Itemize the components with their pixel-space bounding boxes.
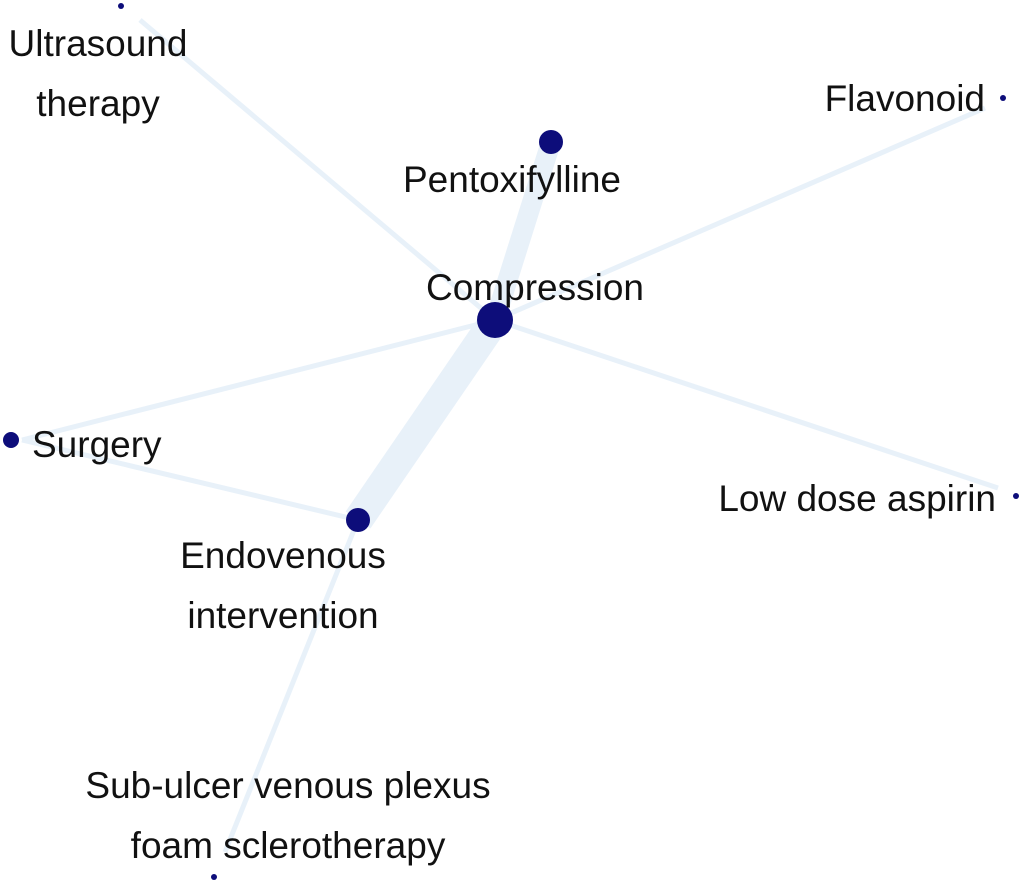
node-aspirin <box>1013 493 1019 499</box>
edge-endovenous-surgery <box>21 437 359 523</box>
node-label-line: Ultrasound <box>9 23 188 64</box>
node-label-line: Endovenous <box>180 535 386 576</box>
node-label-ultrasound: Ultrasound therapy <box>9 23 188 124</box>
edge-compression-aspirin <box>494 317 999 491</box>
edges-layer <box>21 18 999 853</box>
node-label-aspirin: Low dose aspirin <box>718 478 996 519</box>
node-label-line: Sub-ulcer venous plexus <box>85 765 490 806</box>
edge-compression-endovenous <box>345 311 508 529</box>
node-surgery <box>3 432 19 448</box>
node-endovenous <box>346 508 370 532</box>
edge-compression-flavonoid <box>494 105 986 323</box>
node-label-pentoxifylline: Pentoxifylline <box>403 159 621 200</box>
node-label-line: Surgery <box>32 424 162 465</box>
node-foam <box>211 874 217 880</box>
nodes-layer <box>3 3 1019 880</box>
node-flavonoid <box>1000 95 1006 101</box>
node-label-line: Low dose aspirin <box>718 478 996 519</box>
node-label-line: intervention <box>187 595 378 636</box>
node-label-line: Pentoxifylline <box>403 159 621 200</box>
node-label-endovenous: Endovenous intervention <box>180 535 386 636</box>
edge-compression-surgery <box>21 317 496 443</box>
node-ultrasound <box>118 3 124 9</box>
edge-compression-ultrasound <box>138 18 497 322</box>
edge-endovenous-foam <box>222 519 361 853</box>
node-pentoxifylline <box>539 130 563 154</box>
node-label-line: therapy <box>36 83 160 124</box>
node-label-surgery: Surgery <box>32 424 162 465</box>
node-compression <box>477 302 513 338</box>
edge-compression-pentoxifylline <box>485 138 561 324</box>
node-label-compression: Compression <box>426 267 644 308</box>
node-label-foam: Sub-ulcer venous plexus foam sclerotherap… <box>85 765 490 866</box>
node-label-line: foam sclerotherapy <box>131 825 446 866</box>
node-label-line: Compression <box>426 267 644 308</box>
node-label-flavonoid: Flavonoid <box>825 78 985 119</box>
node-label-line: Flavonoid <box>825 78 985 119</box>
